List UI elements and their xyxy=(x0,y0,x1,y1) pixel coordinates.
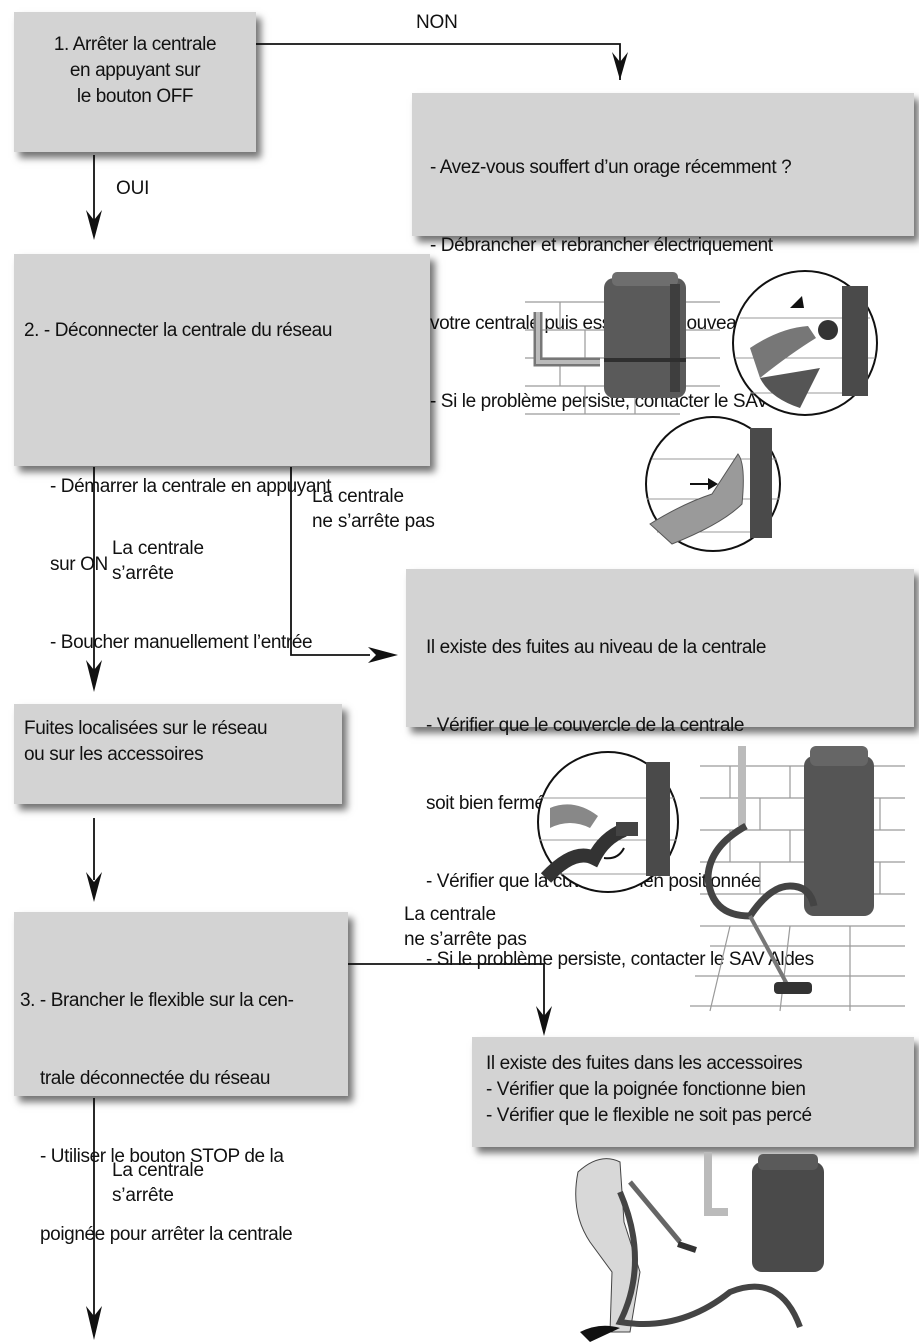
not-stop-label-1-line: ne s’arrête pas xyxy=(312,511,435,532)
leak-network-line: Fuites localisées sur le réseau xyxy=(24,718,268,739)
arrowhead-not-stop-1 xyxy=(368,647,398,663)
hand-press-circle-illustration xyxy=(645,416,781,552)
step3-line: - Utiliser le bouton STOP de la xyxy=(40,1146,284,1167)
step2-line: sur ON xyxy=(50,554,108,575)
leak-accessories-line: - Vérifier que la poignée fonctionne bie… xyxy=(486,1079,806,1100)
step1-box: 1. Arrêter la centrale en appuyant sur l… xyxy=(14,12,256,152)
hand-inlet-circle-illustration xyxy=(732,270,878,416)
step2-line: 2. - Déconnecter la centrale du réseau xyxy=(24,320,332,341)
stop-label-1: La centrale s’arrête xyxy=(112,536,204,586)
yes-label: OUI xyxy=(116,178,150,199)
leak-network-box: Fuites localisées sur le réseau ou sur l… xyxy=(14,704,342,804)
storm-line: - Avez-vous souffert d’un orage récemmen… xyxy=(430,157,792,178)
person-vacuuming-illustration xyxy=(575,1152,824,1342)
stop-label-2: La centrale s’arrête xyxy=(112,1158,204,1208)
not-stop-label-1-line: La centrale xyxy=(312,486,404,507)
step3-line: trale déconnectée du réseau xyxy=(40,1068,271,1089)
arrowhead-not-stop-2 xyxy=(536,1006,552,1036)
leak-central-box: Il existe des fuites au niveau de la cen… xyxy=(406,569,914,970)
leak-central-line: - Si le problème persiste, contacter le … xyxy=(426,949,814,970)
leak-network-line: ou sur les accessoires xyxy=(24,744,204,765)
step3-box: 3. - Brancher le flexible sur la cen- tr… xyxy=(14,912,348,1245)
stop-label-1-line: La centrale xyxy=(112,538,204,559)
leak-accessories-line: Il existe des fuites dans les accessoire… xyxy=(486,1053,803,1074)
not-stop-label-1: La centrale ne s’arrête pas xyxy=(312,484,435,534)
not-stop-label-2-line: ne s’arrête pas xyxy=(404,929,527,950)
step1-line: en appuyant sur xyxy=(69,60,201,81)
arrow-not-stop-2 xyxy=(347,963,545,1022)
arrowhead-stop-1 xyxy=(86,660,102,692)
central-unit-wall-illustration xyxy=(525,272,720,415)
storm-check-box: - Avez-vous souffert d’un orage récemmen… xyxy=(412,93,914,412)
leak-accessories-box: Il existe des fuites dans les accessoire… xyxy=(472,1037,914,1147)
arrowhead-stop-2 xyxy=(86,1306,102,1340)
arrowhead-no xyxy=(612,52,628,80)
step2-line: - Boucher manuellement l’entrée xyxy=(50,632,313,653)
step2-box: 2. - Déconnecter la centrale du réseau -… xyxy=(14,254,430,731)
leak-central-line: - Vérifier que le couvercle de la centra… xyxy=(426,715,744,736)
no-label: NON xyxy=(416,12,458,33)
step1-line: 1. Arrêter la centrale xyxy=(53,34,217,55)
step1-line: le bouton OFF xyxy=(76,86,194,107)
arrowhead-network-to-step3 xyxy=(86,872,102,902)
stop-label-1-line: s’arrête xyxy=(112,563,174,584)
step2-line: - Démarrer la centrale en appuyant xyxy=(50,476,332,497)
arrow-no xyxy=(256,43,621,80)
hose-central-illustration xyxy=(690,746,905,1012)
storm-line: - Débrancher et rebrancher électriquemen… xyxy=(430,235,773,256)
arrowhead-yes xyxy=(86,210,102,240)
stop-label-2-line: s’arrête xyxy=(112,1185,174,1206)
step2-line xyxy=(24,396,430,422)
arrow-not-stop-1 xyxy=(290,467,370,656)
not-stop-label-2-line: La centrale xyxy=(404,904,496,925)
leak-central-line: Il existe des fuites au niveau de la cen… xyxy=(426,637,767,658)
not-stop-label-2: La centrale ne s’arrête pas xyxy=(404,902,527,952)
hose-connection-circle-illustration xyxy=(537,751,679,893)
leak-accessories-line: - Vérifier que le flexible ne soit pas p… xyxy=(486,1105,812,1126)
storm-line: - Si le problème persiste, contacter le … xyxy=(430,391,818,412)
stop-label-2-line: La centrale xyxy=(112,1160,204,1181)
step3-line: poignée pour arrêter la centrale xyxy=(40,1224,293,1245)
leak-central-line: soit bien fermé xyxy=(426,793,545,814)
step3-line: 3. - Brancher le flexible sur la cen- xyxy=(20,990,294,1011)
